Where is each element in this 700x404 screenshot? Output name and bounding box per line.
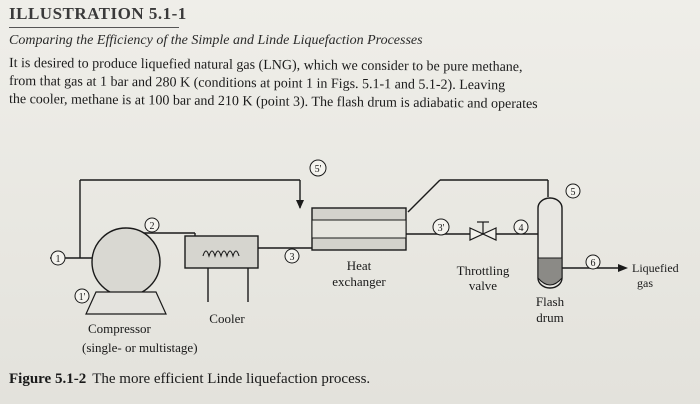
gas-label: gas: [637, 276, 653, 290]
point-5prime-label: 5': [315, 164, 322, 175]
illustration-title: ILLUSTRATION 5.1-1: [9, 4, 187, 23]
cooler: [184, 235, 259, 269]
valve-label: valve: [469, 278, 497, 293]
title-underline: [9, 27, 179, 28]
illustration-subtitle: Comparing the Efficiency of the Simple a…: [9, 33, 423, 48]
point-5-label: 5: [571, 187, 576, 198]
exchanger-label: exchanger: [332, 274, 386, 289]
heat-label: Heat: [347, 258, 372, 273]
point-4-label: 4: [519, 223, 524, 234]
flash-drum: [537, 197, 563, 289]
arrow-liquid-out: [618, 264, 628, 272]
figure-number: Figure 5.1-2: [9, 371, 87, 387]
linde-process-diagram: 1 1' 2 3 5' 3' 4 5 6 Heat exchanger Thro…: [50, 159, 679, 355]
point-1prime-label: 1': [79, 292, 86, 303]
cooler-label: Cooler: [209, 311, 245, 326]
compressor: [85, 227, 167, 315]
point-3-label: 3: [290, 252, 295, 263]
drum-label: drum: [536, 310, 563, 325]
liquefied-label: Liquefied: [632, 261, 679, 275]
arrow-down-5prime: [296, 200, 304, 209]
point-2-label: 2: [150, 221, 155, 232]
figure-caption-text: The more efficient Linde liquefaction pr…: [92, 371, 371, 387]
point-6-label: 6: [591, 258, 596, 269]
throttling-label: Throttling: [457, 263, 510, 278]
point-1-label: 1: [56, 254, 61, 265]
figure-caption: Figure 5.1-2 The more efficient Linde liq…: [9, 371, 370, 388]
heat-exchanger: [311, 207, 407, 251]
problem-statement: It is desired to produce liquefied natur…: [9, 55, 699, 112]
flash-label: Flash: [536, 294, 565, 309]
compressor-note: (single- or multistage): [82, 340, 198, 355]
throttling-valve-icon: [469, 221, 497, 241]
point-3prime-label: 3': [438, 223, 445, 234]
compressor-label: Compressor: [88, 321, 152, 336]
